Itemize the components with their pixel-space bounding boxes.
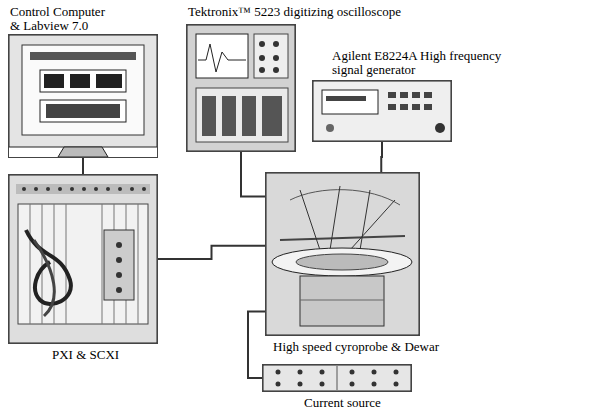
equipment-box: Control Computer & Labview 7.0 [8, 34, 158, 158]
label-holder: Agilent E8224A High frequency signal gen… [331, 49, 521, 77]
cable-connector [380, 142, 383, 172]
equipment-box: High speed cyroprobe & Dewar [265, 172, 420, 336]
equipment-box: PXI & SCXI [8, 174, 158, 344]
current-source-picture [263, 365, 411, 391]
oscilloscope-picture [187, 25, 295, 151]
equipment-box: Current source [262, 364, 412, 392]
computer-picture [9, 35, 157, 157]
cable-connector [158, 246, 265, 259]
label-holder: Tektronix™ 5223 digitizing oscilloscope [187, 5, 402, 19]
label-holder: Current source [303, 396, 382, 410]
equipment-label: Agilent E8224A High frequency signal gen… [331, 49, 521, 77]
equipment-box: Tektronix™ 5223 digitizing oscilloscope [186, 24, 296, 152]
equipment-label: Tektronix™ 5223 digitizing oscilloscope [187, 5, 402, 19]
label-holder: Control Computer & Labview 7.0 [9, 5, 113, 33]
cryoprobe-picture [266, 173, 419, 335]
equipment-label: PXI & SCXI [51, 348, 120, 362]
pxi-chassis-picture [9, 175, 157, 343]
label-holder: PXI & SCXI [51, 348, 120, 362]
equipment-label: Current source [303, 396, 382, 410]
label-holder: High speed cyroprobe & Dewar [272, 340, 440, 354]
cable-connector [82, 158, 84, 174]
cable-connector [241, 152, 265, 197]
equipment-box: Agilent E8224A High frequency signal gen… [312, 80, 452, 142]
equipment-label: Control Computer & Labview 7.0 [9, 5, 113, 33]
signal-generator-picture [313, 81, 451, 141]
equipment-label: High speed cyroprobe & Dewar [272, 340, 440, 354]
